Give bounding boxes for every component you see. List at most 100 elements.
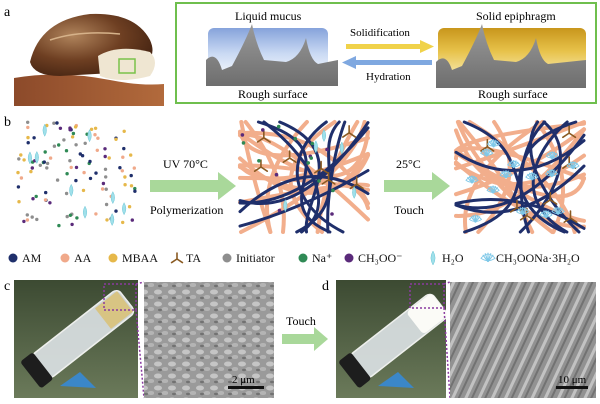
monomer-dot — [48, 201, 52, 205]
monomer-dot — [120, 169, 125, 173]
legend-label: AA — [74, 251, 92, 265]
aa-chain — [454, 120, 586, 171]
legend-item: AA — [60, 251, 92, 265]
legend-item: MBAA — [108, 251, 158, 265]
legend-symbol — [298, 253, 308, 263]
legend-label: Initiator — [236, 251, 275, 265]
monomer-dot — [103, 154, 107, 159]
monomer-dot — [95, 148, 100, 152]
scale-label-d: 10 μm — [558, 374, 587, 386]
monomer-dot — [88, 159, 92, 164]
monomer-dot — [103, 147, 107, 151]
hydrogel-network — [238, 120, 370, 234]
hydration-label: Hydration — [366, 71, 411, 83]
legend-label: CH₃OO⁻ — [358, 251, 403, 265]
legend-item: CH₃OO⁻ — [344, 251, 403, 265]
monomer-dot — [114, 137, 118, 141]
monomer-dot — [96, 136, 100, 140]
vial-photo-c — [14, 280, 138, 398]
am-chain — [463, 120, 578, 234]
monomer-dot — [104, 187, 108, 191]
touch-arrow-cd — [282, 327, 328, 351]
polymerization-arrow — [150, 172, 236, 200]
hydration-arrow — [342, 56, 432, 69]
monomer-dot — [26, 141, 30, 145]
monomer-dot — [74, 165, 79, 170]
panel-d-letter: d — [322, 279, 329, 294]
monomer-dot — [74, 178, 78, 183]
monomer-dot — [32, 136, 36, 140]
left-rough-surface-caption: Rough surface — [238, 87, 308, 101]
monomer-dot — [133, 189, 137, 193]
monomer-dot — [132, 166, 136, 170]
legend-label: Na⁺ — [312, 251, 332, 265]
aa-chain — [238, 132, 370, 222]
polymerization-label: Polymerization — [150, 203, 223, 217]
liquid-mucus-title: Liquid mucus — [235, 9, 302, 23]
monomer-dot — [25, 213, 29, 217]
legend-item: Na⁺ — [298, 251, 332, 265]
monomer-dot — [70, 222, 74, 227]
aa-chain — [238, 151, 370, 181]
monomer-dot — [104, 175, 108, 179]
touch-label-b: Touch — [394, 203, 424, 217]
crystallized-network — [454, 120, 586, 234]
monomer-dot — [105, 218, 109, 222]
legend-label: H₂O — [442, 251, 464, 265]
monomer-dot — [25, 218, 30, 222]
monomer-dot — [19, 153, 23, 157]
solid-epiphragm-block — [436, 24, 586, 88]
monomer-dot — [65, 172, 69, 176]
monomer-dot — [29, 169, 33, 174]
legend-item: AM — [8, 251, 42, 265]
monomer-dot — [118, 166, 122, 170]
monomer-dot — [71, 131, 76, 136]
solidification-label: Solidification — [350, 27, 410, 39]
legend-item: Initiator — [222, 251, 275, 265]
sem-image-d — [450, 282, 596, 398]
legend-label: AM — [22, 251, 42, 265]
legend-item: CH₃OONa·3H₂O — [480, 251, 580, 265]
vial-zoom-box-c — [103, 283, 137, 311]
panel-b-letter: b — [4, 115, 11, 130]
monomer-dot — [58, 126, 63, 130]
monomer-dot — [64, 149, 69, 153]
monomer-dot — [62, 138, 66, 142]
monomer-dot — [65, 214, 69, 219]
monomer-dot — [104, 202, 109, 207]
monomer-dot — [114, 209, 118, 213]
vial-photo-d — [336, 280, 448, 398]
scale-bar-d — [556, 386, 588, 389]
monomer-dot — [26, 125, 30, 130]
panel-a-letter: a — [4, 5, 11, 20]
monomer-dot — [130, 218, 134, 222]
monomer-dot — [30, 166, 34, 170]
monomer-dot — [83, 141, 87, 145]
monomer-dot — [133, 186, 137, 191]
am-chain — [462, 120, 566, 234]
monomer-dot — [81, 188, 86, 193]
snail-zoom-box — [118, 58, 136, 74]
monomer-dot — [122, 129, 126, 133]
aa-chain — [454, 127, 586, 218]
monomer-dot — [19, 176, 24, 180]
monomer-dot — [70, 135, 75, 139]
uv-temperature-label: UV 70°C — [163, 157, 208, 171]
monomer-dot — [82, 170, 86, 175]
monomer-dot — [122, 146, 126, 151]
right-rough-surface-caption: Rough surface — [478, 87, 548, 101]
monomer-dot — [94, 171, 98, 175]
monomer-dot — [48, 156, 53, 160]
vial-zoom-box-d — [409, 283, 445, 309]
panel-c-letter: c — [4, 279, 10, 294]
monomer-dot — [16, 170, 20, 175]
monomer-solution — [16, 120, 137, 228]
monomer-dot — [129, 184, 134, 188]
monomer-dot — [55, 121, 59, 125]
monomer-dot — [17, 157, 21, 161]
monomer-dot — [68, 213, 73, 217]
monomer-dot — [64, 191, 69, 196]
monomer-dot — [57, 223, 61, 228]
monomer-dot — [43, 198, 48, 202]
monomer-dot — [129, 153, 133, 157]
